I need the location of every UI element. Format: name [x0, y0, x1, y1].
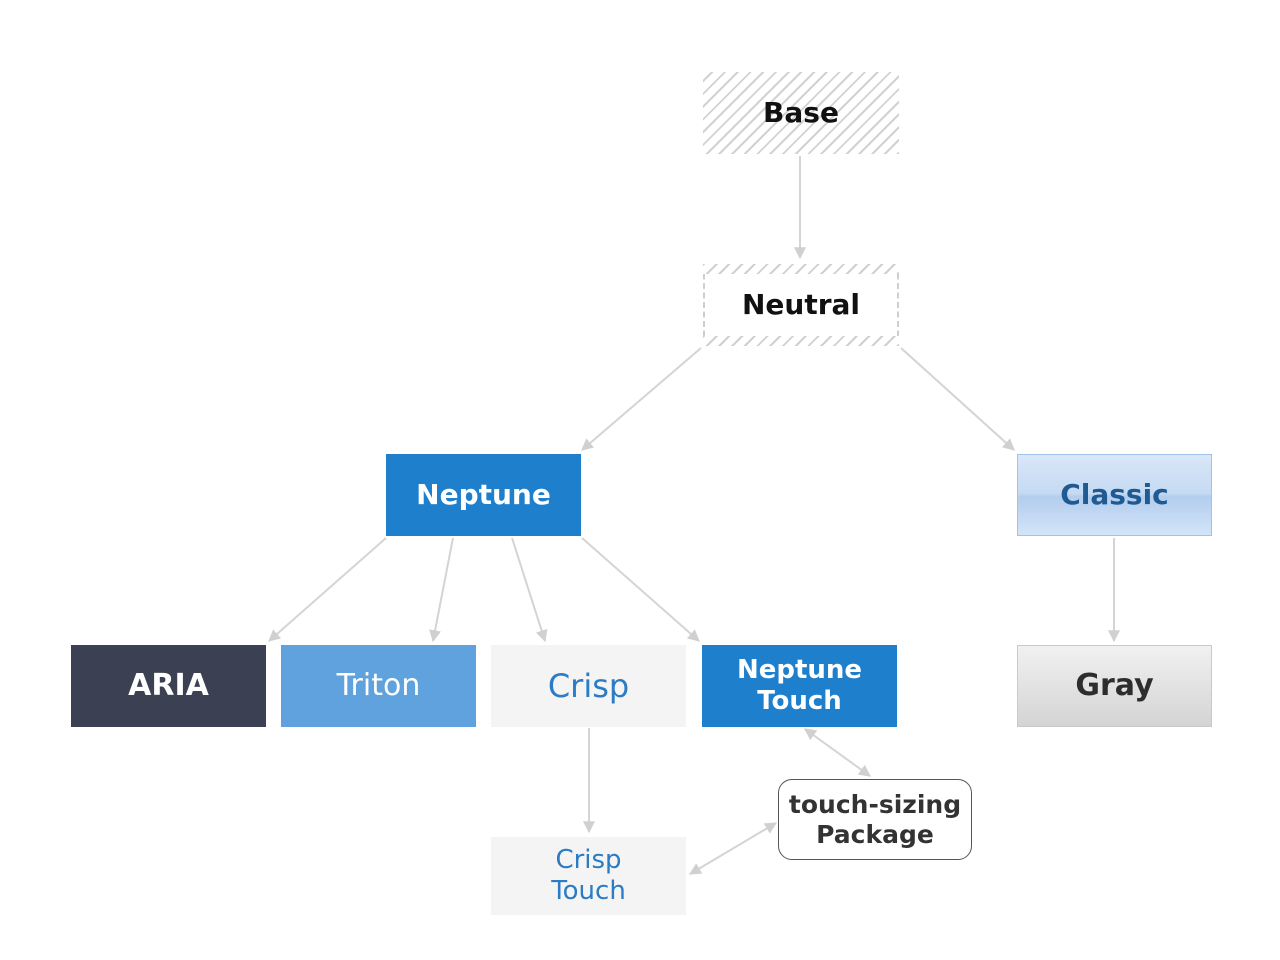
- node-crisp-touch: Crisp Touch: [491, 837, 686, 915]
- node-base-label: Base: [763, 96, 839, 130]
- edge-neptune-crisp: [511, 537, 548, 643]
- node-crisp: Crisp: [491, 645, 686, 727]
- edge-neptune-neptunetouch: [581, 537, 700, 642]
- node-neptune-label: Neptune: [416, 478, 551, 512]
- node-base: Base: [703, 72, 899, 154]
- node-crisp-touch-label: Crisp Touch: [551, 844, 626, 906]
- node-touch-sizing-package: touch-sizing Package: [778, 779, 972, 860]
- node-aria-label: ARIA: [128, 668, 209, 703]
- node-triton: Triton: [281, 645, 476, 727]
- node-gray-label: Gray: [1075, 668, 1154, 703]
- edge-neptune-triton: [429, 537, 454, 643]
- edge-neutral-classic: [900, 347, 1015, 451]
- node-classic-label: Classic: [1060, 478, 1169, 512]
- node-neptune-touch: Neptune Touch: [702, 645, 897, 727]
- edge-neptune-aria: [268, 537, 387, 642]
- node-neptune: Neptune: [386, 454, 581, 536]
- node-neptune-touch-label: Neptune Touch: [736, 654, 863, 716]
- edge-neutral-neptune: [581, 347, 702, 451]
- node-gray: Gray: [1017, 645, 1212, 727]
- node-neutral: Neutral: [703, 264, 899, 346]
- node-neutral-label: Neutral: [741, 288, 861, 322]
- node-touch-sizing-package-label: touch-sizing Package: [788, 789, 962, 849]
- node-aria: ARIA: [71, 645, 266, 727]
- node-triton-label: Triton: [336, 668, 421, 703]
- node-crisp-label: Crisp: [547, 666, 630, 705]
- edge-package-neptunetouch: [804, 728, 871, 777]
- edge-package-crisptouch: [688, 822, 778, 875]
- node-classic: Classic: [1017, 454, 1212, 536]
